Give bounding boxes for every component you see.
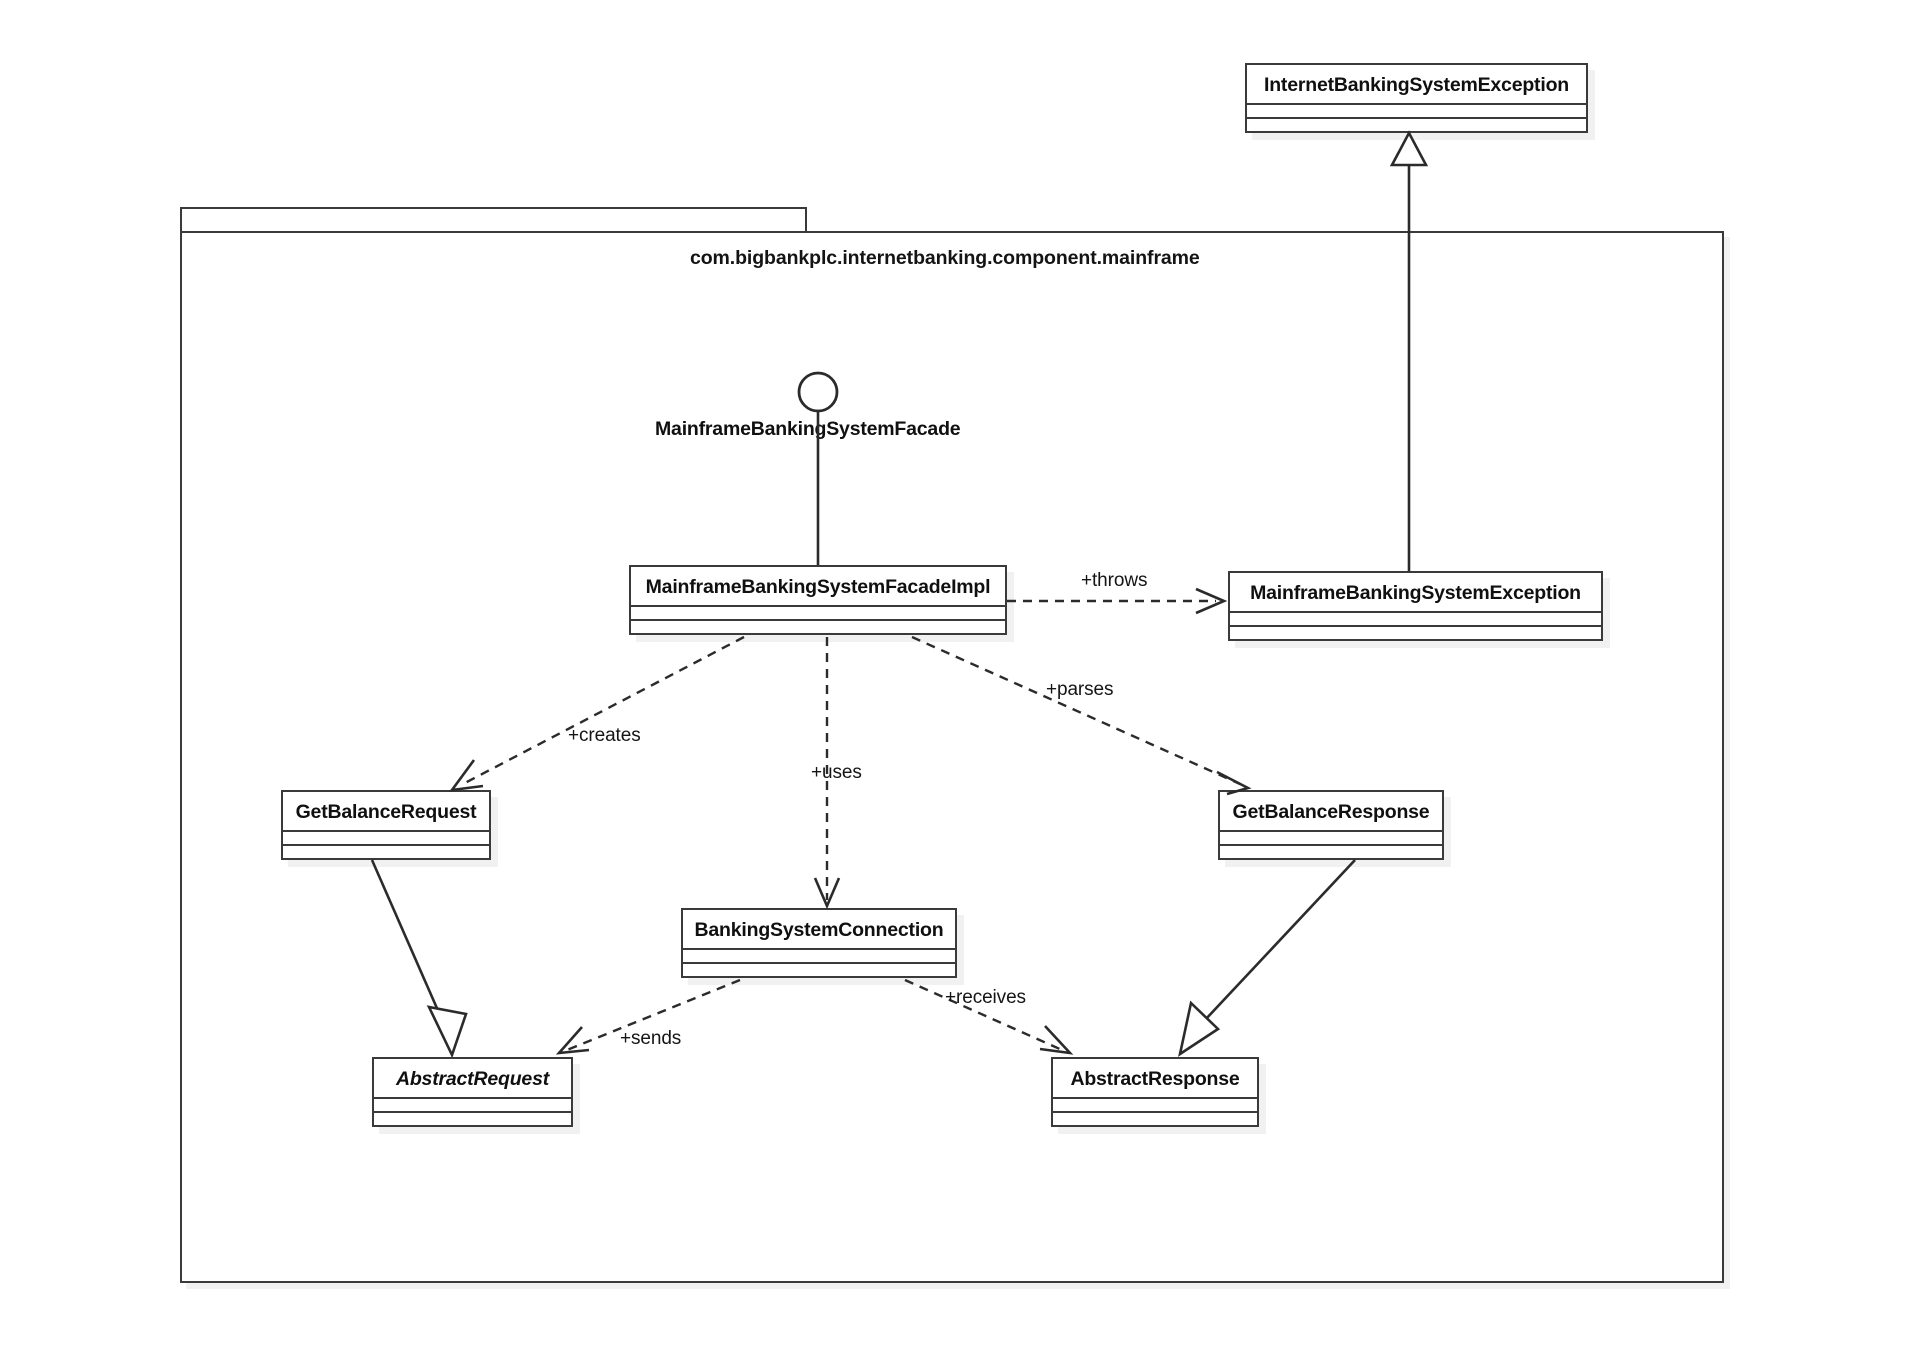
class-operations-compartment — [374, 1113, 571, 1125]
class-operations-compartment — [1053, 1113, 1257, 1125]
edge-label-uses: +uses — [811, 762, 862, 783]
class-attributes-compartment — [283, 832, 489, 846]
interface-name-label: MainframeBankingSystemFacade — [655, 418, 961, 440]
edge-label-throws: +throws — [1081, 570, 1148, 591]
edge-label-creates: +creates — [568, 725, 641, 746]
edge-label-parses: +parses — [1046, 679, 1114, 700]
class-name-abstract-response: AbstractResponse — [1053, 1059, 1257, 1099]
class-attributes-compartment — [1247, 105, 1586, 119]
class-name-get-balance-request: GetBalanceRequest — [283, 792, 489, 832]
class-attributes-compartment — [1220, 832, 1442, 846]
class-name-get-balance-response: GetBalanceResponse — [1220, 792, 1442, 832]
edge-label-sends: +sends — [620, 1028, 682, 1049]
class-operations-compartment — [631, 621, 1005, 633]
class-box-mainframe-banking-system-facade-impl[interactable]: MainframeBankingSystemFacadeImpl — [629, 565, 1007, 635]
class-name-abstract-request: AbstractRequest — [374, 1059, 571, 1099]
class-box-get-balance-response[interactable]: GetBalanceResponse — [1218, 790, 1444, 860]
class-box-internet-banking-system-exception[interactable]: InternetBankingSystemException — [1245, 63, 1588, 133]
class-operations-compartment — [283, 846, 489, 858]
edge-label-receives: +receives — [945, 987, 1026, 1008]
class-attributes-compartment — [1053, 1099, 1257, 1113]
class-attributes-compartment — [1230, 613, 1601, 627]
class-box-abstract-request[interactable]: AbstractRequest — [372, 1057, 573, 1127]
class-name-mainframe-banking-system-exception: MainframeBankingSystemException — [1230, 573, 1601, 613]
class-box-get-balance-request[interactable]: GetBalanceRequest — [281, 790, 491, 860]
class-name-banking-system-connection: BankingSystemConnection — [683, 910, 955, 950]
class-operations-compartment — [1230, 627, 1601, 639]
class-box-abstract-response[interactable]: AbstractResponse — [1051, 1057, 1259, 1127]
class-box-mainframe-banking-system-exception[interactable]: MainframeBankingSystemException — [1228, 571, 1603, 641]
package-name-label: com.bigbankplc.internetbanking.component… — [690, 247, 1200, 269]
class-operations-compartment — [1220, 846, 1442, 858]
class-name-mainframe-banking-system-facade-impl: MainframeBankingSystemFacadeImpl — [631, 567, 1005, 607]
class-box-banking-system-connection[interactable]: BankingSystemConnection — [681, 908, 957, 978]
class-attributes-compartment — [683, 950, 955, 964]
package-tab — [180, 207, 807, 234]
class-operations-compartment — [683, 964, 955, 976]
class-attributes-compartment — [631, 607, 1005, 621]
class-attributes-compartment — [374, 1099, 571, 1113]
class-operations-compartment — [1247, 119, 1586, 131]
class-name-internet-banking-system-exception: InternetBankingSystemException — [1247, 65, 1586, 105]
